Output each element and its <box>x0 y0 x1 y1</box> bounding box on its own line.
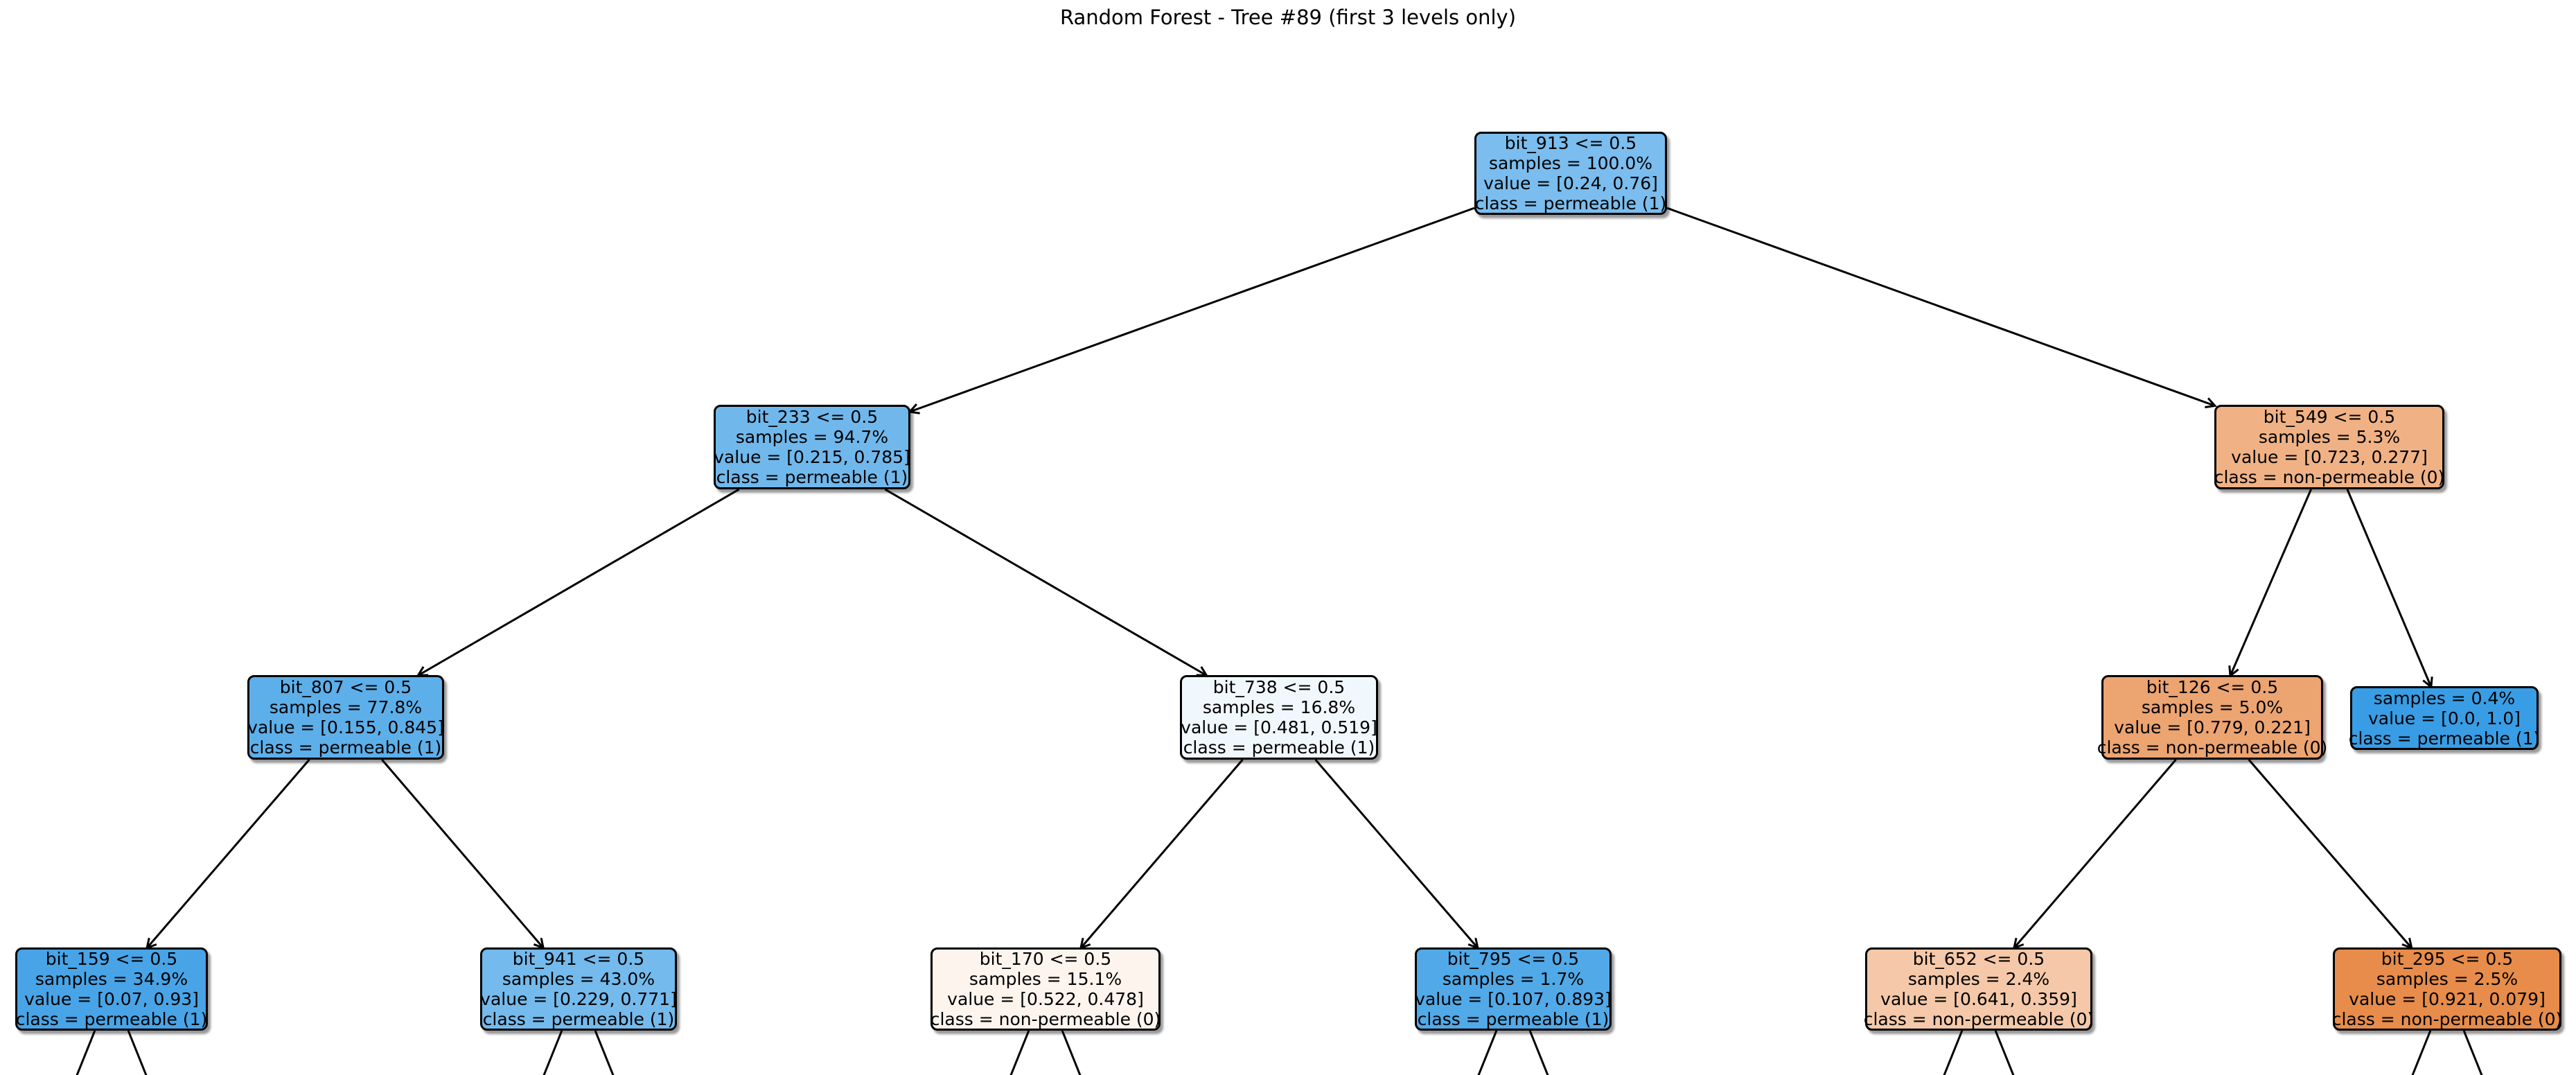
node-value: value = [0.481, 0.519] <box>1181 717 1377 737</box>
node-rule: bit_738 <= 0.5 <box>1212 677 1346 697</box>
node-class: class = permeable (1) <box>2348 728 2541 749</box>
node-samples: samples = 16.8% <box>1202 697 1356 717</box>
edge-cutoff-stub-10 <box>2411 1030 2432 1075</box>
node-value: value = [0.107, 0.893] <box>1415 989 1612 1009</box>
node-class: class = non-permeable (0) <box>1863 1009 2094 1029</box>
node-samples: samples = 0.4% <box>2373 688 2516 708</box>
node-samples: samples = 94.7% <box>735 427 889 447</box>
edge-node-bit807-to-node-bit159 <box>145 759 310 950</box>
node-rule: bit_295 <= 0.5 <box>2381 949 2514 969</box>
node-rule: bit_126 <= 0.5 <box>2146 677 2279 697</box>
node-rule: bit_652 <= 0.5 <box>1912 949 2045 969</box>
node-value: value = [0.921, 0.079] <box>2349 989 2546 1009</box>
node-samples: samples = 2.5% <box>2376 969 2518 989</box>
edge-node-bit126-to-node-bit652 <box>2012 759 2177 950</box>
edge-node-bit913-to-node-bit233 <box>908 207 1475 414</box>
edge-node-bit738-to-node-bit795 <box>1314 759 1479 950</box>
node-class: class = permeable (1) <box>1183 737 1375 758</box>
node-class: class = non-permeable (0) <box>2331 1009 2563 1029</box>
node-rule: bit_233 <= 0.5 <box>746 407 879 427</box>
node-class: class = permeable (1) <box>716 467 908 487</box>
edge-cutoff-stub-9 <box>1994 1030 2015 1075</box>
node-value: value = [0.07, 0.93] <box>24 989 199 1009</box>
node-class: class = permeable (1) <box>15 1009 208 1029</box>
node-samples: samples = 1.7% <box>1442 969 1585 989</box>
edge-node-bit126-to-node-bit295 <box>2248 759 2413 950</box>
node-class: class = permeable (1) <box>1474 193 1667 213</box>
node-samples: samples = 15.1% <box>969 969 1122 989</box>
node-rule: bit_795 <= 0.5 <box>1447 949 1580 969</box>
page-title: Random Forest - Tree #89 (first 3 levels… <box>1059 6 1517 29</box>
node-class: class = non-permeable (0) <box>2097 737 2328 758</box>
edge-node-bit738-to-node-bit170 <box>1079 759 1244 950</box>
node-value: value = [0.641, 0.359] <box>1880 989 2077 1009</box>
edge-cutoff-stub-11 <box>2462 1030 2483 1075</box>
node-value: value = [0.723, 0.277] <box>2231 447 2428 467</box>
edge-cutoff-stub-1 <box>127 1030 148 1075</box>
node-samples: samples = 34.9% <box>35 969 188 989</box>
edge-node-bit807-to-node-bit941 <box>381 759 545 950</box>
edge-cutoff-stub-5 <box>1061 1030 1082 1075</box>
edge-node-bit549-to-node-leaf04 <box>2346 489 2433 689</box>
node-value: value = [0.779, 0.221] <box>2114 717 2311 737</box>
node-samples: samples = 43.0% <box>502 969 655 989</box>
node-class: class = permeable (1) <box>482 1009 675 1029</box>
node-samples: samples = 5.0% <box>2141 697 2284 717</box>
edge-cutoff-stub-2 <box>542 1030 563 1075</box>
edge-cutoff-stub-4 <box>1009 1030 1030 1075</box>
node-rule: bit_807 <= 0.5 <box>279 677 412 697</box>
edge-node-bit913-to-node-bit549 <box>1666 207 2217 409</box>
edge-cutoff-stub-8 <box>1943 1030 1964 1075</box>
node-rule: bit_549 <= 0.5 <box>2263 407 2396 427</box>
node-value: value = [0.0, 1.0] <box>2367 708 2521 728</box>
node-value: value = [0.522, 0.478] <box>947 989 1144 1009</box>
node-rule: bit_941 <= 0.5 <box>512 949 645 969</box>
node-samples: samples = 5.3% <box>2258 427 2401 447</box>
edge-node-bit233-to-node-bit807 <box>416 488 740 677</box>
node-samples: samples = 2.4% <box>1907 969 2050 989</box>
edge-cutoff-stub-6 <box>1477 1030 1498 1075</box>
node-rule: bit_913 <= 0.5 <box>1504 133 1637 153</box>
edge-cutoff-stub-7 <box>1528 1030 1549 1075</box>
node-samples: samples = 77.8% <box>269 697 423 717</box>
node-value: value = [0.155, 0.845] <box>247 717 444 737</box>
edge-node-bit233-to-node-bit738 <box>884 488 1209 677</box>
edge-cutoff-stub-3 <box>594 1030 615 1075</box>
node-rule: bit_170 <= 0.5 <box>979 949 1112 969</box>
node-samples: samples = 100.0% <box>1488 153 1653 173</box>
node-value: value = [0.229, 0.771] <box>480 989 677 1009</box>
node-value: value = [0.215, 0.785] <box>714 447 910 467</box>
node-class: class = permeable (1) <box>249 737 442 758</box>
node-class: class = non-permeable (0) <box>930 1009 1161 1029</box>
node-class: class = non-permeable (0) <box>2214 467 2445 487</box>
edge-node-bit549-to-node-bit126 <box>2228 489 2312 678</box>
node-rule: bit_159 <= 0.5 <box>45 949 178 969</box>
edge-cutoff-stub-0 <box>76 1030 96 1075</box>
node-class: class = permeable (1) <box>1417 1009 1609 1029</box>
node-leaf04: samples = 0.4%value = [0.0, 1.0]class = … <box>2348 686 2541 750</box>
node-value: value = [0.24, 0.76] <box>1483 173 1658 193</box>
